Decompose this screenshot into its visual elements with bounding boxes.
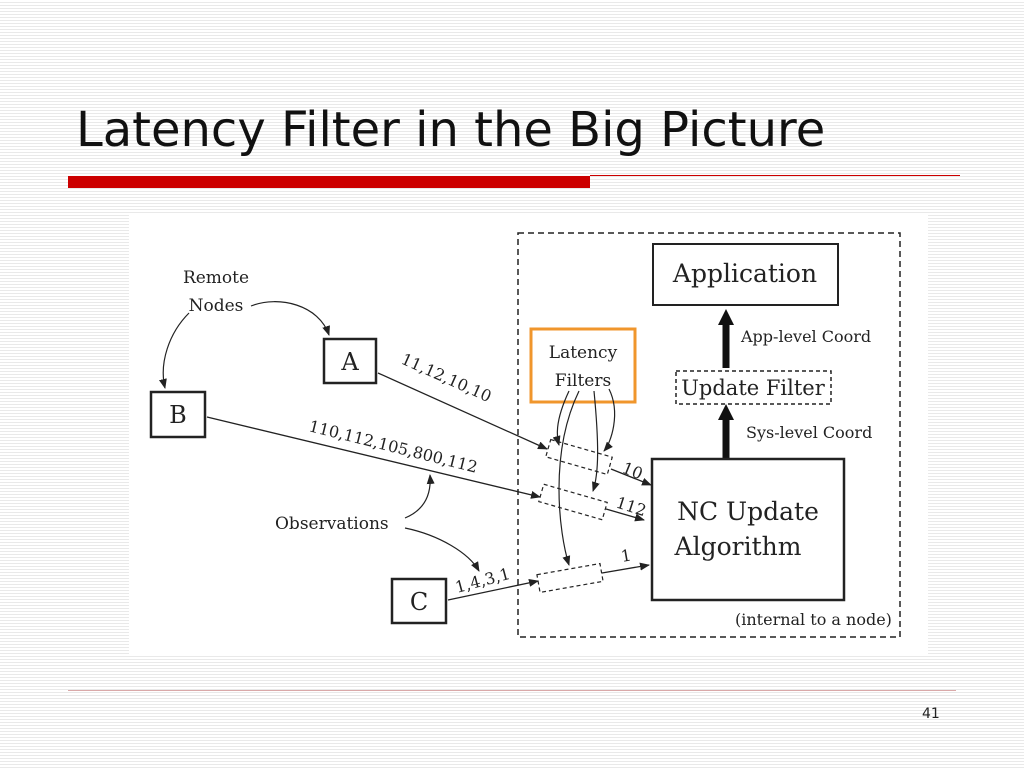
stream-a-line bbox=[377, 372, 548, 450]
filter-c-output: 1 bbox=[619, 545, 632, 565]
stream-a-values: 11,12,10,10 bbox=[398, 349, 494, 406]
node-a-label: A bbox=[340, 348, 359, 376]
nc-update-box bbox=[650, 457, 846, 602]
page-number: 41 bbox=[922, 706, 940, 722]
update-filter-label: Update Filter bbox=[681, 376, 826, 400]
remote-arrow-b bbox=[159, 312, 190, 389]
filter-a-output-line bbox=[610, 468, 652, 486]
remote-nodes-label-line2: Nodes bbox=[189, 296, 244, 316]
node-boundary bbox=[517, 232, 901, 638]
nc-update-label-line2: Algorithm bbox=[674, 532, 802, 561]
title-accent-bar bbox=[68, 176, 590, 188]
node-b-box bbox=[149, 390, 207, 439]
update-filter-box bbox=[675, 370, 832, 405]
stream-b-line bbox=[206, 416, 541, 499]
observations-arrow-up bbox=[404, 474, 435, 519]
observations-arrow-down bbox=[404, 527, 480, 572]
node-c-label: C bbox=[410, 588, 428, 616]
internal-label: (internal to a node) bbox=[735, 610, 892, 629]
application-label: Application bbox=[672, 259, 817, 288]
label-arrow-filter-c bbox=[558, 390, 580, 566]
node-c-box bbox=[390, 577, 448, 625]
latency-filter-c bbox=[536, 562, 604, 594]
slide-title: Latency Filter in the Big Picture bbox=[76, 102, 826, 158]
remote-nodes-label-line1: Remote bbox=[183, 268, 249, 288]
label-arrow-filter-a bbox=[552, 390, 570, 446]
remote-arrow-a bbox=[250, 301, 330, 336]
sys-level-coord-label: Sys-level Coord bbox=[746, 423, 872, 442]
filter-b-output: 112 bbox=[614, 493, 649, 521]
filter-a-output: 10 bbox=[620, 458, 646, 483]
diagram-figure: Application App-level Coord Update Filte… bbox=[129, 213, 928, 656]
filter-b-output-line bbox=[605, 508, 645, 522]
observations-label: Observations bbox=[275, 514, 389, 534]
diagram-svg: Application App-level Coord Update Filte… bbox=[149, 232, 901, 638]
nc-update-label-line1: NC Update bbox=[677, 497, 819, 526]
node-a-box bbox=[322, 337, 378, 385]
filter-c-output-line bbox=[601, 562, 650, 574]
title-accent-line bbox=[590, 175, 960, 176]
app-level-coord-label: App-level Coord bbox=[740, 327, 871, 346]
node-b-label: B bbox=[169, 401, 187, 429]
latency-filter-a bbox=[545, 438, 613, 476]
latency-filter-b bbox=[538, 483, 608, 521]
stream-c-values: 1,4,3,1 bbox=[453, 564, 512, 597]
stream-c-line bbox=[447, 578, 539, 601]
application-box bbox=[652, 243, 839, 306]
latency-filters-box bbox=[529, 327, 637, 404]
footer-divider bbox=[68, 690, 956, 691]
latency-filters-label-line1: Latency bbox=[549, 343, 618, 363]
label-arrow-filter-b bbox=[592, 390, 600, 492]
label-arrow-filter-a2 bbox=[603, 388, 616, 452]
latency-filters-label-line2: Filters bbox=[555, 371, 611, 391]
